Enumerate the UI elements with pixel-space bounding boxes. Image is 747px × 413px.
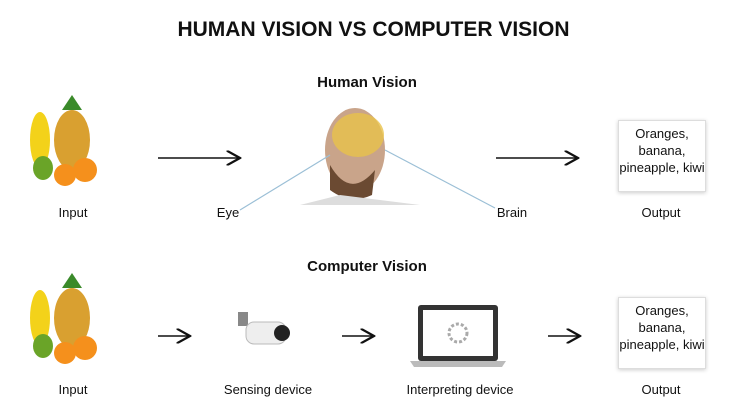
laptop-icon — [410, 305, 506, 367]
computer-output-label: Output — [641, 382, 681, 397]
fruit-icon — [30, 273, 97, 364]
sensing-device-label: Sensing device — [223, 382, 313, 397]
computer-vision-heading: Computer Vision — [307, 258, 427, 275]
page-title: HUMAN VISION VS COMPUTER VISION — [177, 18, 570, 41]
human-head-icon — [300, 108, 420, 205]
computer-output-box: Oranges, banana, pineapple, kiwi — [618, 297, 706, 369]
computer-input-label: Input — [58, 382, 88, 397]
human-input-label: Input — [58, 205, 88, 220]
fruit-icon — [30, 95, 97, 186]
interpreting-device-label: Interpreting device — [406, 382, 514, 397]
security-camera-icon — [238, 312, 290, 345]
eye-label: Eye — [216, 205, 240, 220]
human-output-label: Output — [641, 205, 681, 220]
brain-label: Brain — [496, 205, 528, 220]
human-output-box: Oranges, banana, pineapple, kiwi — [618, 120, 706, 192]
human-vision-heading: Human Vision — [317, 74, 417, 91]
